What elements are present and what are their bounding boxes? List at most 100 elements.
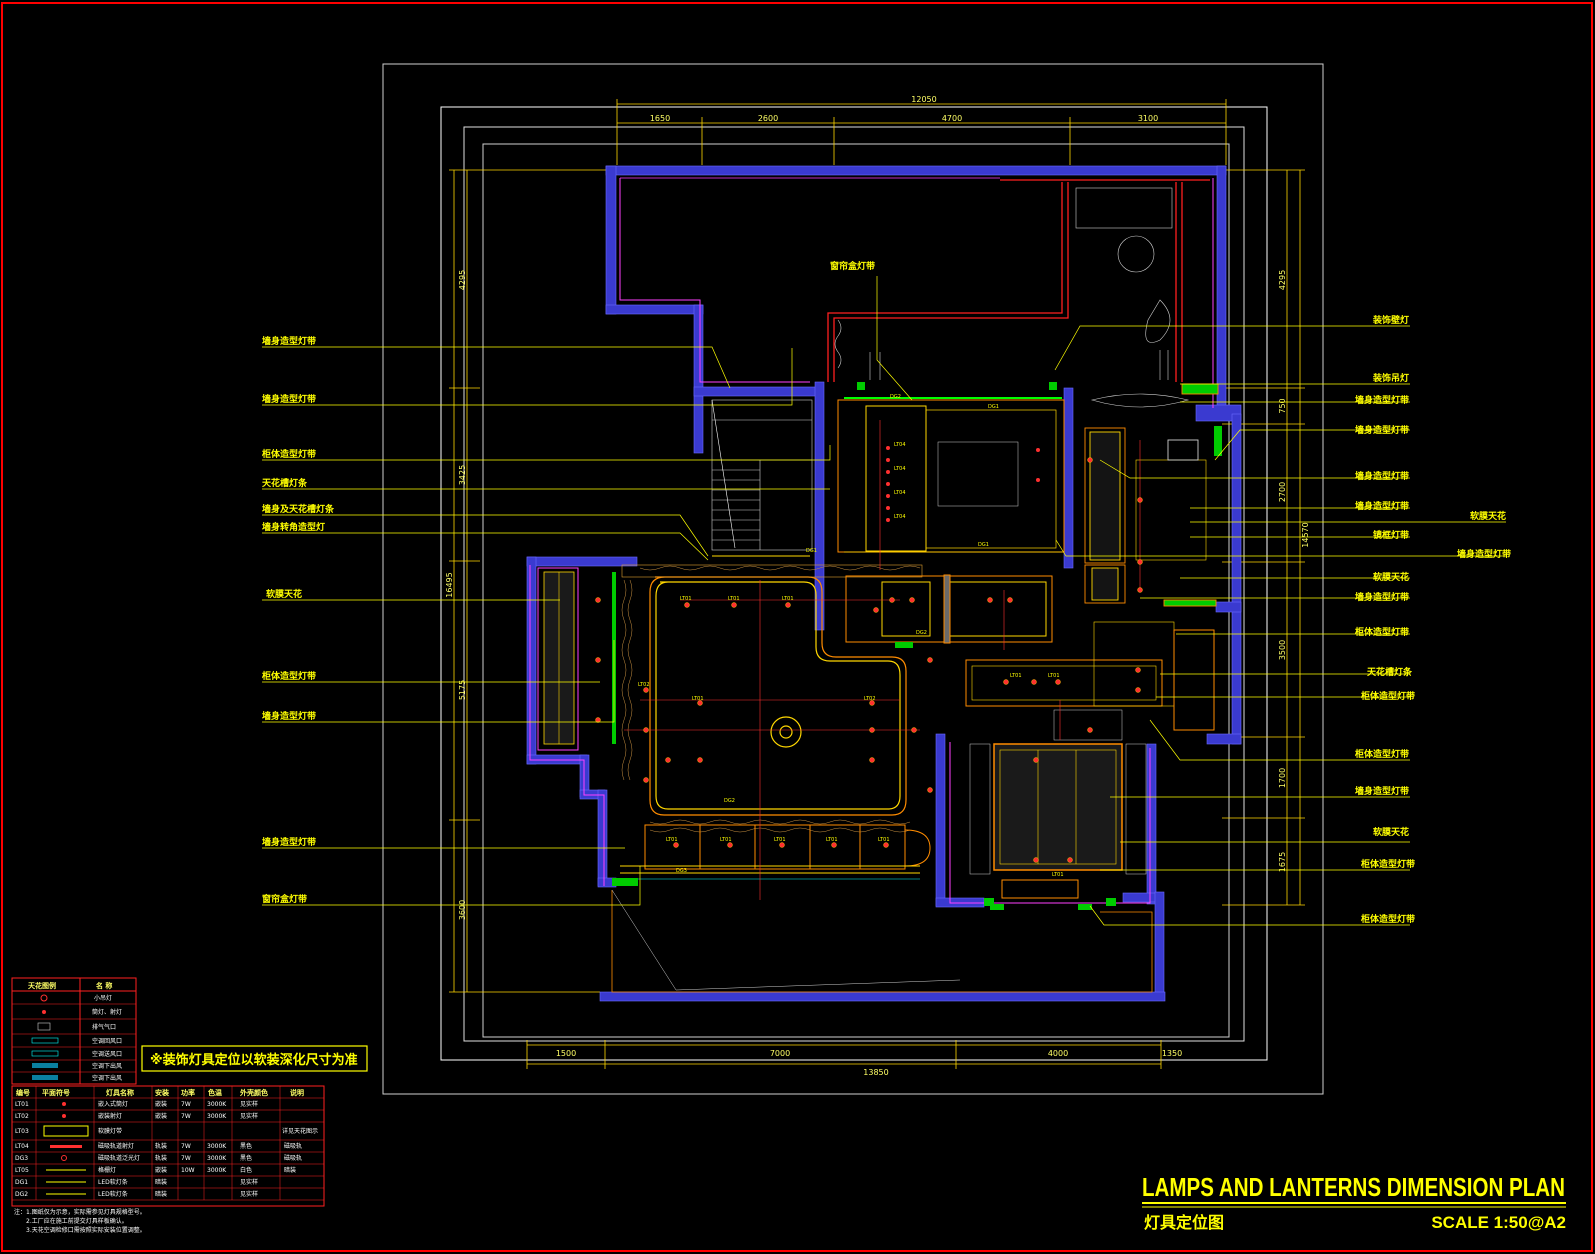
lm-r6-c5: 3000K	[207, 1167, 227, 1174]
label-left-6: 墙身转角造型灯	[262, 521, 325, 533]
label-left-1: 墙身造型灯带	[262, 335, 316, 347]
center-rooms	[845, 574, 1215, 731]
pendant-icon	[40, 994, 48, 1002]
downlight-icon	[42, 1010, 46, 1014]
tag-lt01-l: LT01	[1048, 673, 1060, 679]
title-scale: SCALE 1:50@A2	[1431, 1213, 1566, 1232]
lm-r4-c4: 7W	[181, 1143, 191, 1150]
tag-lt01-b: LT01	[728, 596, 740, 602]
legend-small-row-7: 空调下出风	[92, 1074, 122, 1082]
master-bedroom	[837, 397, 1065, 553]
left-soft-film-panel	[537, 567, 616, 751]
label-left-3: 柜体造型灯带	[261, 448, 316, 460]
right-wing	[1084, 383, 1219, 607]
top-terrace	[834, 187, 1173, 380]
lm-r3-c2: 软膜灯带	[98, 1127, 122, 1135]
legend-main: 编号 平面符号 灯具名称 安装 功率 色温 外壳颜色 说明 LT01 嵌入式筒灯…	[11, 1085, 325, 1207]
tag-lt04-b: LT04	[894, 466, 906, 472]
lm-r1-c1: LT01	[15, 1101, 29, 1108]
light-fixtures	[595, 457, 1143, 863]
tag-dg3-a: DG3	[676, 868, 687, 874]
dim-right-seg-3: 2700	[1278, 482, 1287, 502]
legend-main-h-8: 说明	[290, 1088, 304, 1097]
tag-lt01-k: LT01	[1010, 673, 1022, 679]
legend-note-3: 3.天花空调检修口需按照实际安装位置调整。	[26, 1226, 146, 1234]
dim-right-total: 14570	[1301, 522, 1310, 547]
label-right-16: 墙身造型灯带	[1355, 785, 1409, 797]
dim-top-seg-4: 3100	[1138, 114, 1158, 123]
label-right-13: 天花槽灯条	[1367, 666, 1413, 678]
leader-lines-right	[876, 276, 1506, 926]
labels-right: 装饰壁灯 装饰吊灯 墙身造型灯带 墙身造型灯带 墙身造型灯带 墙身造型灯带 软膜…	[1354, 314, 1511, 925]
dim-top-seg-3: 4700	[942, 114, 962, 123]
fixture-tags: LT01 LT01 LT01 LT01 LT02 LT02 LT01 LT01 …	[638, 394, 1064, 878]
legend-main-rows: LT01 嵌入式筒灯 嵌装 7W 3000K 见实样 LT02 嵌装射灯 嵌装 …	[15, 1100, 318, 1198]
legend-small-header-2: 名 称	[96, 981, 112, 990]
label-right-3: 墙身造型灯带	[1355, 394, 1409, 406]
lm-r6-c2: 格栅灯	[98, 1166, 116, 1174]
lm-r2-c4: 7W	[181, 1113, 191, 1120]
label-right-19: 柜体造型灯带	[1360, 913, 1415, 925]
lm-r2-c6: 见实样	[240, 1112, 258, 1120]
lm-r8-c3: 暗装	[155, 1190, 167, 1198]
legend-small-header-1: 天花图例	[28, 981, 56, 990]
dim-bottom-seg-3: 4000	[1048, 1049, 1068, 1058]
lm-r4-c2: 磁吸轨道射灯	[98, 1142, 134, 1150]
title-english: LAMPS AND LANTERNS DIMENSION PLAN	[1142, 1172, 1565, 1202]
legend-main-h-1: 编号	[16, 1088, 30, 1097]
tag-lt01-i: LT01	[878, 837, 890, 843]
label-left-4: 天花槽灯条	[262, 477, 308, 489]
label-left-10: 墙身造型灯带	[262, 836, 316, 848]
label-left-7: 软膜天花	[266, 588, 302, 600]
down-vent-icon	[32, 1063, 58, 1068]
legend-small: 天花图例 名 称 小吊灯 筒灯、射灯 排气气口 空调回风口 空调送风口 空调下出…	[11, 977, 137, 1085]
lm-r2-c3: 嵌装	[155, 1112, 167, 1120]
legend-small-row-5: 空调送风口	[92, 1050, 122, 1058]
tag-dg2-a: DG2	[890, 394, 901, 400]
tag-lt02-a: LT02	[864, 696, 876, 702]
tag-lt04-d: LT04	[894, 514, 906, 520]
drawing-frames	[382, 63, 1324, 1095]
down-vent-icon-2	[32, 1075, 58, 1080]
recessed-downlight-icon	[62, 1102, 66, 1106]
track-flood-icon	[61, 1155, 67, 1161]
label-right-4: 墙身造型灯带	[1355, 424, 1409, 436]
return-air-icon	[31, 1037, 59, 1044]
label-right-18: 柜体造型灯带	[1360, 858, 1415, 870]
lm-r7-c3: 暗装	[155, 1178, 167, 1186]
legend-main-h-5: 功率	[181, 1088, 195, 1097]
supply-air-icon	[31, 1050, 59, 1057]
lm-r7-c1: DG1	[15, 1179, 28, 1186]
dim-right-seg-6: 1675	[1278, 852, 1287, 872]
living-room-ceiling	[621, 564, 923, 816]
label-left-11: 窗帘盒灯带	[262, 893, 307, 905]
label-right-2: 装饰吊灯	[1372, 372, 1409, 384]
dim-left-total: 16495	[445, 572, 454, 597]
lm-r7-c2: LED软灯条	[98, 1178, 128, 1186]
wave-panels	[621, 565, 921, 833]
dimension-lines	[449, 99, 1305, 1069]
tag-dg1-c: DG1	[978, 542, 989, 548]
exhaust-icon	[37, 1022, 51, 1031]
lm-r2-c5: 3000K	[207, 1113, 227, 1120]
lm-r2-c1: LT02	[15, 1113, 29, 1120]
dim-left-seg-2: 3425	[458, 465, 467, 485]
dim-left-seg-1: 4295	[458, 270, 467, 290]
legend-notes: 注：1.图纸仅为示意，实际需参见灯具规格型号。 2.工厂应在施工前提交灯具样板确…	[14, 1208, 146, 1234]
legend-note-1: 注：1.图纸仅为示意，实际需参见灯具规格型号。	[14, 1208, 146, 1216]
red-structure	[620, 177, 1210, 382]
label-left-2: 墙身造型灯带	[262, 393, 316, 405]
dim-bottom-total: 13850	[863, 1068, 888, 1077]
leader-lines-left	[262, 346, 831, 906]
tag-lt01-a: LT01	[680, 596, 692, 602]
tag-dg2-b: DG2	[916, 630, 927, 636]
label-right-17: 软膜天花	[1373, 826, 1409, 838]
lm-r4-c6: 黑色	[240, 1142, 252, 1150]
legend-main-h-3: 灯具名称	[106, 1088, 134, 1097]
label-right-5: 墙身造型灯带	[1355, 470, 1409, 482]
lm-r1-c6: 见实样	[240, 1100, 258, 1108]
walls	[526, 165, 1242, 1002]
legend-main-row9: DG3	[15, 1155, 28, 1162]
label-right-9: 墙身造型灯带	[1457, 548, 1511, 560]
